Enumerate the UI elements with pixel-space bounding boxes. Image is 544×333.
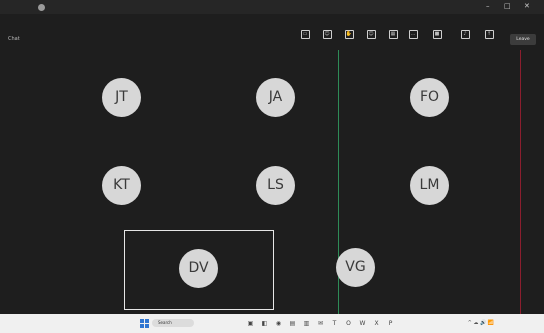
avatar: JA bbox=[256, 78, 295, 117]
avatar: JT bbox=[102, 78, 141, 117]
participant-tile[interactable]: JT bbox=[48, 60, 196, 138]
more-tool[interactable]: … bbox=[404, 30, 422, 41]
share-tool[interactable]: ↑ bbox=[480, 30, 498, 41]
close-icon[interactable]: ✕ bbox=[524, 2, 530, 10]
raise-hand-tool[interactable]: ✋ bbox=[340, 30, 358, 41]
window-titlebar: – □ ✕ bbox=[0, 0, 544, 14]
camera-tool[interactable]: ■ bbox=[428, 30, 446, 41]
task-view-icon[interactable]: ▣ bbox=[247, 320, 254, 327]
view-icon: ▦ bbox=[388, 30, 398, 39]
leave-button[interactable]: Leave bbox=[510, 34, 536, 45]
excel-icon[interactable]: X bbox=[374, 320, 379, 327]
widgets-icon[interactable]: ◧ bbox=[261, 320, 268, 327]
mail-icon[interactable]: ✉ bbox=[317, 320, 324, 327]
chat-icon: ▭ bbox=[300, 30, 310, 39]
participant-tile[interactable]: VG bbox=[282, 230, 430, 308]
people-icon: ☺ bbox=[322, 30, 332, 39]
store-icon[interactable]: ▥ bbox=[303, 320, 310, 327]
start-icon[interactable] bbox=[140, 319, 149, 328]
green-divider-line bbox=[338, 50, 339, 314]
avatar: LM bbox=[410, 166, 449, 205]
avatar: KT bbox=[102, 166, 141, 205]
mic-tool[interactable]: ♪ bbox=[456, 30, 474, 41]
taskbar-search[interactable]: Search bbox=[152, 319, 194, 327]
raise-hand-icon: ✋ bbox=[344, 30, 354, 39]
mic-icon: ♪ bbox=[460, 30, 470, 39]
app-icon bbox=[38, 3, 45, 11]
word-icon[interactable]: W bbox=[359, 320, 366, 327]
participant-tile[interactable]: DV bbox=[124, 230, 274, 310]
avatar: FO bbox=[410, 78, 449, 117]
red-divider-line bbox=[520, 50, 521, 314]
maximize-icon[interactable]: □ bbox=[504, 2, 511, 10]
outlook-icon[interactable]: O bbox=[346, 320, 351, 327]
view-tool[interactable]: ▦ bbox=[384, 30, 402, 41]
avatar: LS bbox=[256, 166, 295, 205]
file-explorer-icon[interactable]: ▤ bbox=[289, 320, 296, 327]
teams-icon[interactable]: T bbox=[332, 320, 337, 327]
react-icon: ☺ bbox=[366, 30, 376, 39]
participant-tile[interactable]: LM bbox=[356, 148, 504, 226]
participant-tile[interactable]: JA bbox=[202, 60, 350, 138]
meeting-toolbar: Chat ▭ ☺ ✋ ☺ ▦ … ■ ♪ ↑ Leave bbox=[0, 28, 544, 50]
avatar: VG bbox=[336, 248, 375, 287]
edge-icon[interactable]: ◉ bbox=[275, 320, 282, 327]
toolbar-left-label[interactable]: Chat bbox=[8, 36, 20, 42]
react-tool[interactable]: ☺ bbox=[362, 30, 380, 41]
people-tool[interactable]: ☺ bbox=[318, 30, 336, 41]
participant-tile[interactable]: LS bbox=[202, 148, 350, 226]
participant-tile[interactable]: KT bbox=[48, 148, 196, 226]
camera-icon: ■ bbox=[432, 30, 442, 39]
chat-tool[interactable]: ▭ bbox=[296, 30, 314, 41]
taskbar: Search ▣ ◧ ◉ ▤ ▥ ✉ T O W X P ^ ☁ 🔊 📶 bbox=[0, 314, 544, 333]
share-icon: ↑ bbox=[484, 30, 494, 39]
powerpoint-icon[interactable]: P bbox=[388, 320, 393, 327]
more-icon: … bbox=[408, 30, 418, 39]
participant-tile[interactable]: FO bbox=[356, 60, 504, 138]
avatar: DV bbox=[179, 249, 218, 288]
minimize-icon[interactable]: – bbox=[486, 2, 490, 10]
system-tray-icons[interactable]: ^ ☁ 🔊 📶 bbox=[467, 320, 494, 326]
